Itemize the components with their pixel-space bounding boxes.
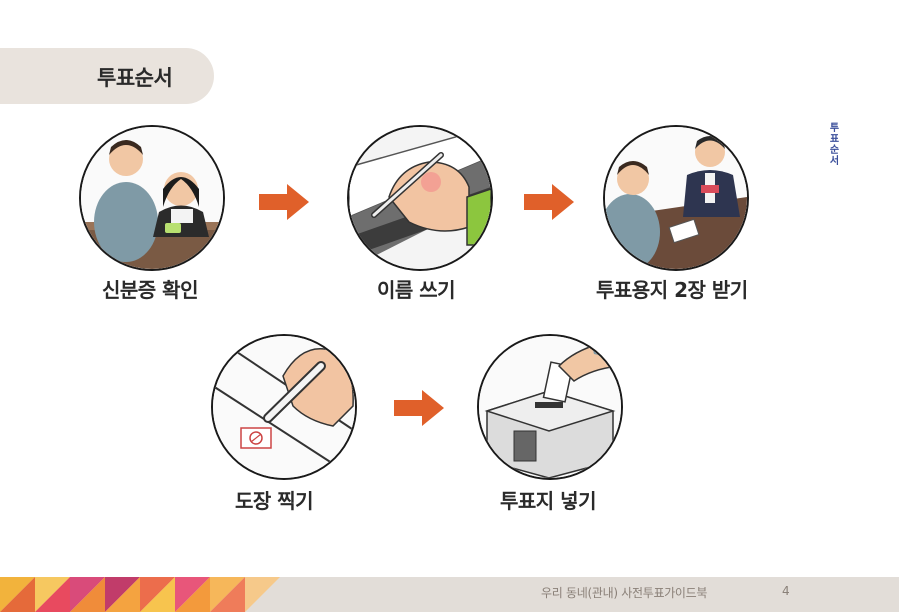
side-label: 투표순서	[827, 122, 838, 166]
step-5-illustration	[477, 334, 623, 480]
step-2-label: 이름 쓰기	[377, 278, 456, 302]
page-number: 4	[782, 584, 790, 598]
step-4-label: 도장 찍기	[235, 489, 314, 513]
step-5-label: 투표지 넣기	[500, 489, 596, 513]
step-4-illustration	[211, 334, 357, 480]
section-title: 투표순서	[97, 66, 173, 90]
arrow-right-icon	[394, 390, 444, 426]
step-1-illustration	[79, 125, 225, 271]
arrow-right-icon	[259, 184, 309, 220]
footer-title: 우리 동네(관내) 사전투표가이드북	[541, 586, 708, 600]
step-1-label: 신분증 확인	[102, 278, 198, 302]
step-3-label: 투표용지 2장 받기	[596, 278, 748, 302]
arrow-right-icon	[524, 184, 574, 220]
step-2-illustration	[347, 125, 493, 271]
section-tab: 투표순서	[0, 48, 214, 104]
step-3-illustration	[603, 125, 749, 271]
footer-decoration	[0, 577, 280, 612]
